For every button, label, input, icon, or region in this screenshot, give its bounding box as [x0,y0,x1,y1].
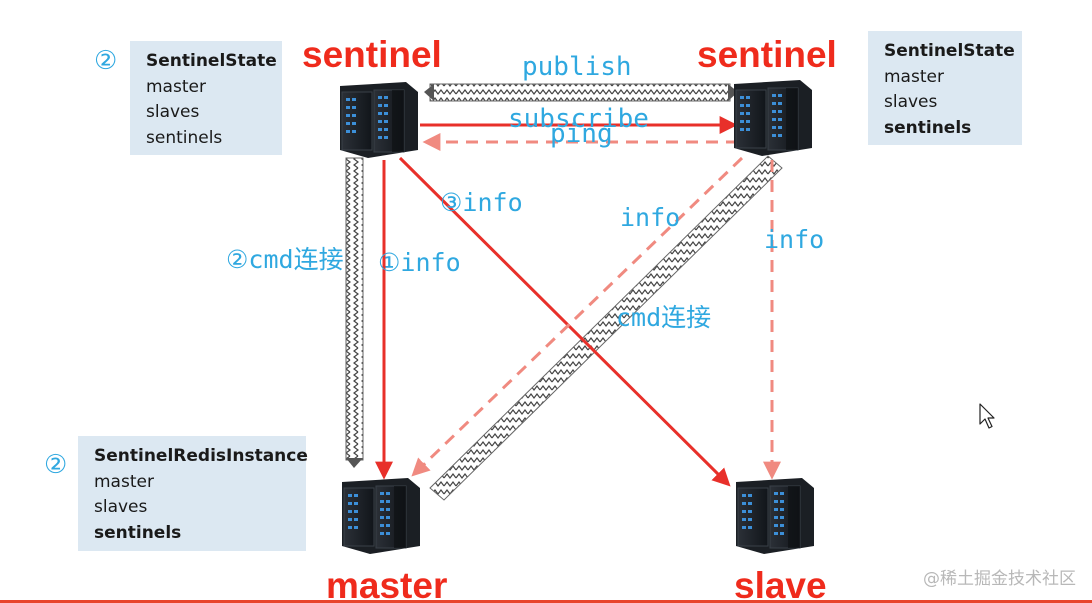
box-line-master: master [884,66,944,87]
box-line-slaves: slaves [94,497,148,517]
slave-label: slave [734,565,827,603]
sentinel-left-server-icon [339,81,419,159]
left-cmd-channel [345,157,364,468]
sentinel-right-server-icon [733,79,813,157]
box-line-sentinels: sentinels [146,127,223,148]
box-title: SentinelState [146,51,277,71]
box-line-master: master [146,76,206,97]
ping-label: ping [550,119,613,149]
info-arrow-right-sentinel-to-master [411,156,744,477]
cmd-cross-label: cmd连接 [616,303,711,332]
watermark: @稀土掘金技术社区 [923,569,1076,589]
info-right-diag-label: info [620,203,680,232]
box-title: SentinelRedisInstance [94,446,308,466]
sentinel-state-box-left: SentinelState master slaves sentinels [130,41,282,155]
box-line-slaves: slaves [884,92,938,112]
cmd-left-label: ②cmd连接 [226,245,344,274]
box-line-sentinels: sentinels [884,117,972,138]
sentinel-state-box-right: SentinelState master slaves sentinels [868,31,1022,145]
slave-server-icon [735,477,815,555]
subscribe-label: subscribe [508,104,649,134]
mouse-cursor-icon [979,403,995,429]
master-label: master [326,565,447,603]
box-line-master: master [94,471,154,492]
master-server-icon [341,477,421,555]
sentinel-pubsub-channel [424,83,738,102]
info-1-label: ①info [378,248,461,277]
sentinel-right-label: sentinel [697,34,837,75]
info-arrow-sentinel-to-slave [398,156,731,487]
publish-label: publish [522,52,632,82]
box-line-slaves: slaves [146,102,200,122]
info-right-label: info [764,225,824,254]
cross-cmd-channel [429,155,783,501]
box-title: SentinelState [884,41,1015,61]
sentinel-redis-instance-box: SentinelRedisInstance master slaves sent… [78,436,308,551]
info-3-label: ③info [440,188,523,217]
bottom-divider [0,600,1092,603]
sentinel-left-label: sentinel [302,34,442,75]
box-line-sentinels: sentinels [94,522,182,543]
step-2-marker-bottom: ② [44,450,68,480]
step-2-marker-top: ② [94,46,118,76]
